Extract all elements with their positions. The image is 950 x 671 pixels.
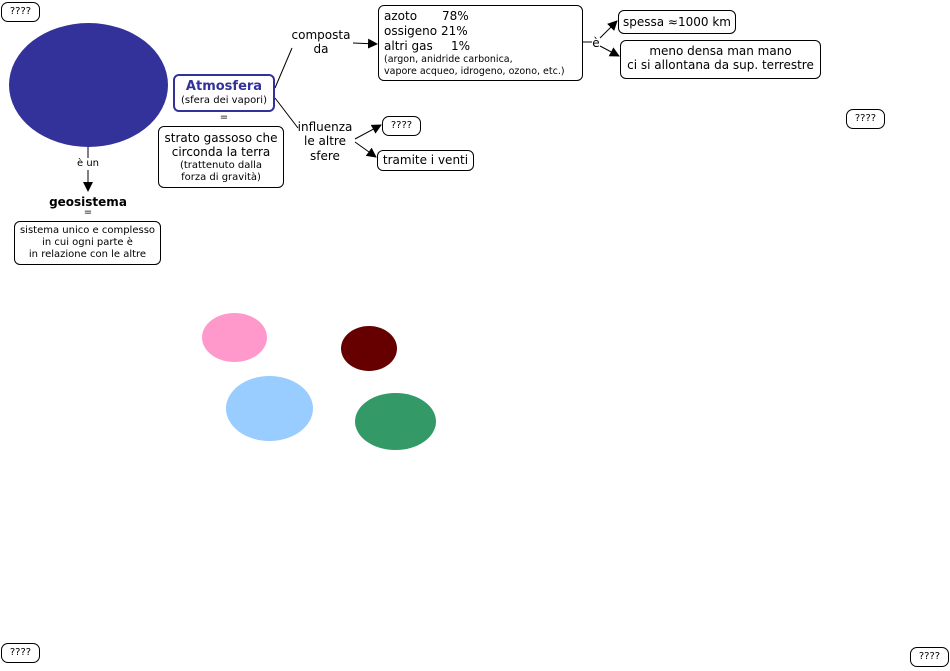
link-label-influenza: influenza le altre sfere: [294, 120, 356, 163]
gas-name-ossigeno: ossigeno: [384, 24, 438, 38]
placeholder-right-mid[interactable]: ????: [846, 109, 885, 129]
composta-line-1: composta: [291, 28, 351, 42]
atmosfera-definition[interactable]: strato gassoso che circonda la terra (tr…: [158, 126, 284, 188]
pink-ellipse[interactable]: [202, 313, 267, 362]
light-blue-ellipse[interactable]: [226, 376, 313, 441]
atmosfera-subtitle: (sfera dei vapori): [181, 94, 267, 106]
geosistema-title[interactable]: geosistema: [49, 195, 127, 209]
atmosfera-equals: =: [219, 112, 229, 123]
arrow-to-placeholder: [354, 124, 382, 140]
placeholder-bottom-right[interactable]: ????: [910, 647, 949, 667]
placeholder-top-left[interactable]: ????: [1, 2, 40, 22]
density-line-2: ci si allontana da sup. terrestre: [627, 58, 814, 73]
atmosfera-def-note-2: forza di gravità): [181, 171, 261, 183]
link-label-composta-da: composta da: [288, 28, 354, 57]
arrow-to-thickness: [599, 20, 618, 39]
composition-row-azoto: azoto 78%: [384, 9, 582, 24]
link-label-e: è: [592, 36, 600, 50]
geosistema-def-line-1: sistema unico e complesso: [19, 225, 156, 236]
gas-name-azoto: azoto: [384, 9, 418, 23]
gas-name-altri: altri gas: [384, 39, 433, 53]
line-atmosfera-to-influenza: [274, 97, 299, 129]
composition-note-1: (argon, anidride carbonica,: [384, 54, 513, 65]
thickness-node[interactable]: spessa ≈1000 km: [618, 10, 736, 34]
placeholder-bottom-left[interactable]: ????: [1, 643, 40, 663]
arrow-to-venti: [354, 141, 377, 158]
atmosfera-def-line-2: circonda la terra: [171, 145, 271, 160]
atmosfera-title: Atmosfera: [185, 79, 263, 94]
geosistema-equals: =: [83, 207, 93, 218]
planet-ellipse[interactable]: [9, 23, 168, 147]
gas-value-azoto: 78%: [442, 9, 469, 23]
composition-row-ossigeno: ossigeno 21%: [384, 24, 582, 39]
density-node[interactable]: meno densa man mano ci si allontana da s…: [620, 40, 821, 79]
influenza-line-2: le altre: [304, 134, 346, 149]
link-label-e-un: è un: [76, 158, 99, 169]
geosistema-definition[interactable]: sistema unico e complesso in cui ogni pa…: [14, 221, 161, 265]
line-atmosfera-to-composta: [274, 47, 293, 89]
dark-red-ellipse[interactable]: [341, 326, 397, 371]
density-line-1: meno densa man mano: [649, 44, 792, 58]
venti-node[interactable]: tramite i venti: [377, 150, 474, 171]
green-ellipse[interactable]: [355, 393, 436, 450]
geosistema-def-line-2: in cui ogni parte è: [42, 237, 133, 248]
composition-note-2: vapore acqueo, idrogeno, ozono, etc.): [384, 66, 565, 77]
placeholder-influence[interactable]: ????: [382, 116, 421, 136]
atmosfera-def-note-1: (trattenuto dalla: [179, 159, 263, 171]
composta-line-2: da: [313, 42, 329, 57]
gas-value-altri: 1%: [451, 39, 471, 53]
geosistema-def-line-3: in relazione con le altre: [28, 249, 147, 260]
composition-row-altri: altri gas 1%: [384, 39, 582, 54]
arrow-to-density: [599, 45, 620, 57]
influenza-line-1: influenza: [297, 120, 353, 134]
composition-node[interactable]: azoto 78% ossigeno 21% altri gas 1% (argon…: [378, 5, 583, 81]
gas-value-ossigeno: 21%: [440, 24, 468, 38]
influenza-line-3: sfere: [310, 148, 340, 163]
atmosfera-def-line-1: strato gassoso che: [164, 131, 278, 145]
atmosfera-node[interactable]: Atmosfera (sfera dei vapori): [173, 74, 275, 112]
arrow-to-composition: [352, 38, 378, 49]
